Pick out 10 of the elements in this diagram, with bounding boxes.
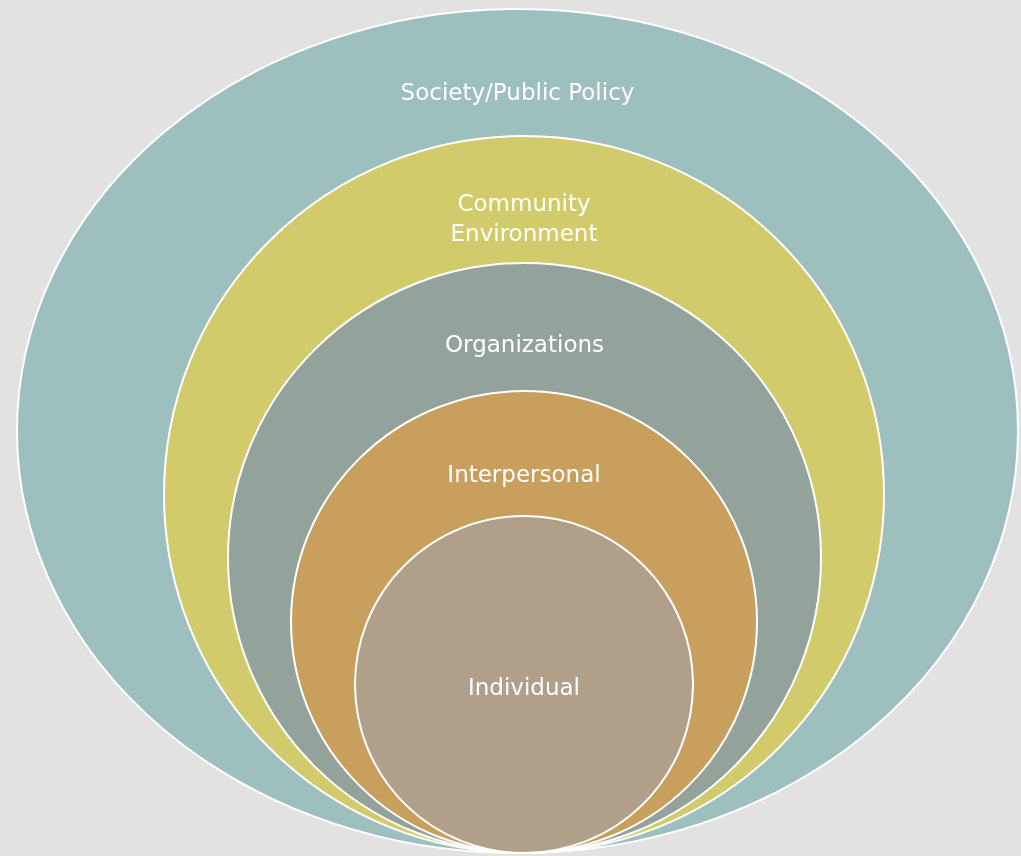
ellipse-ring	[290, 390, 758, 854]
ring-label: Interpersonal	[446, 460, 602, 489]
ellipse-ring	[16, 8, 1019, 854]
ellipse-ring	[354, 515, 694, 854]
ring-label: Individual	[467, 673, 581, 702]
ellipse-ring	[227, 262, 822, 854]
ring-label: Organizations	[444, 330, 605, 359]
ring-label: Society/Public Policy	[399, 78, 636, 107]
ring-label: Community Environment	[449, 189, 599, 248]
ellipse-ring	[163, 135, 885, 854]
